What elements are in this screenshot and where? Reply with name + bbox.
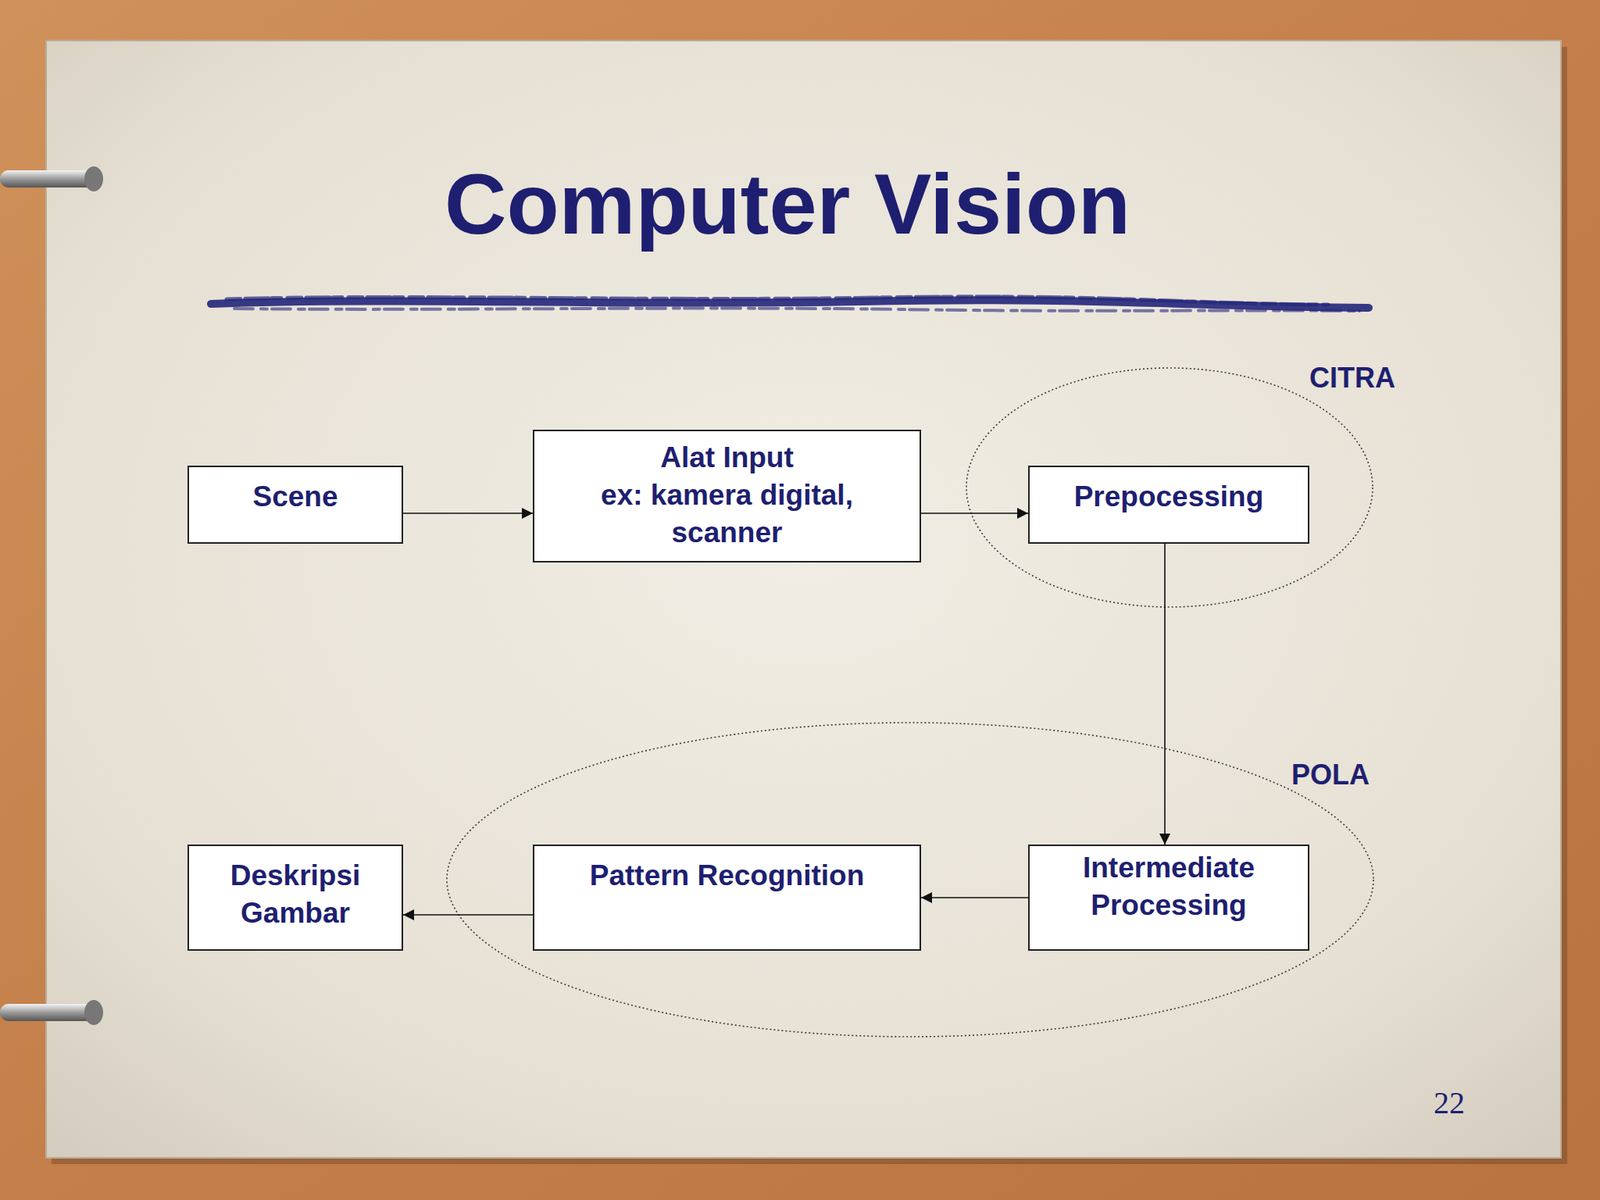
flow-arrow xyxy=(1164,543,1166,845)
box-label: Pattern Recognition xyxy=(589,857,865,895)
group-ellipse: POLA Intermediate Processing Pattern Recog… xyxy=(446,721,1375,1038)
slide-title: Computer Vision xyxy=(0,153,1575,255)
box-label: Prepocessing xyxy=(1074,478,1265,516)
flow-arrow xyxy=(403,512,533,515)
flow-arrow xyxy=(921,896,1029,899)
box-label: Deskripsi Gambar xyxy=(209,857,382,933)
box-label: Intermediate Processing xyxy=(1051,849,1286,925)
process-box: Deskripsi Gambar xyxy=(187,844,404,951)
flow-arrow xyxy=(403,914,533,916)
page-number: 22 xyxy=(1421,1084,1477,1122)
process-box: Intermediate Processing xyxy=(1028,844,1310,951)
dotted-ellipse xyxy=(966,367,1373,608)
group-label: CITRA xyxy=(1309,359,1396,397)
group-ellipse: CITRAPrepocessing xyxy=(965,367,1374,608)
process-box: Prepocessing xyxy=(1028,465,1310,544)
box-note: ex: kamera digital, scanner xyxy=(571,476,884,552)
process-box: Scene xyxy=(187,465,404,544)
flow-arrow xyxy=(921,512,1029,515)
process-box: Pattern Recognition xyxy=(532,844,922,951)
box-label: Scene xyxy=(252,478,338,516)
group-label: POLA xyxy=(1291,756,1370,794)
box-label: Alat Input xyxy=(660,439,794,477)
dotted-ellipse xyxy=(446,722,1374,1037)
process-box: Alat Inputex: kamera digital, scanner xyxy=(532,429,922,563)
